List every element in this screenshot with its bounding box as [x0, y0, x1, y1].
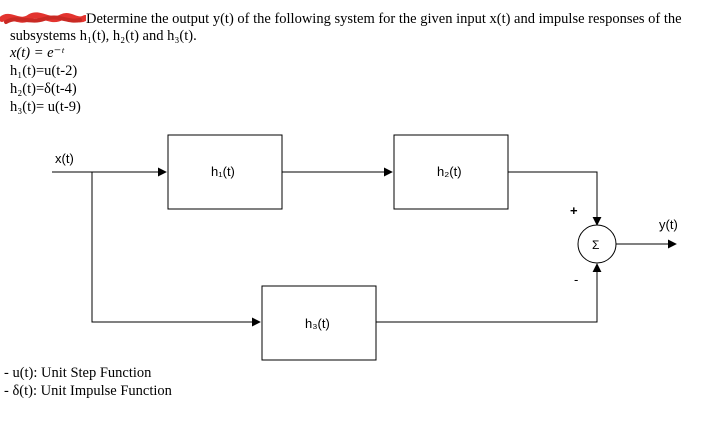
h1-equation: h₁(t)=u(t-2) — [10, 63, 78, 79]
block-h3 — [261, 285, 377, 361]
problem-statement-line1: Determine the output y(t) of the followi… — [86, 11, 682, 27]
redaction-scribble — [0, 12, 86, 24]
plus-sign: + — [570, 203, 578, 218]
output-label: y(t) — [659, 217, 678, 232]
h3-equation: h₃(t)= u(t-9) — [10, 99, 81, 115]
input-equation: x(t) = e⁻ᵗ — [10, 45, 64, 61]
note-unit-impulse: - δ(t): Unit Impulse Function — [4, 383, 172, 399]
block-h3-label: h₃(t) — [305, 316, 330, 331]
note-unit-step: - u(t): Unit Step Function — [4, 365, 152, 381]
problem-statement-line2: subsystems h₁(t), h₂(t) and h₃(t). — [10, 28, 197, 44]
input-label: x(t) — [55, 151, 74, 166]
sum-symbol: Σ — [592, 238, 599, 252]
h3-to-sum-line — [376, 263, 602, 323]
minus-sign: - — [574, 272, 578, 287]
h2-to-sum-line — [508, 171, 602, 226]
h2-equation: h₂(t)=δ(t-4) — [10, 81, 77, 97]
block-h1-label: h₁(t) — [211, 164, 235, 179]
block-h2-label: h₂(t) — [437, 164, 462, 179]
branch-to-h3-line — [91, 172, 261, 327]
